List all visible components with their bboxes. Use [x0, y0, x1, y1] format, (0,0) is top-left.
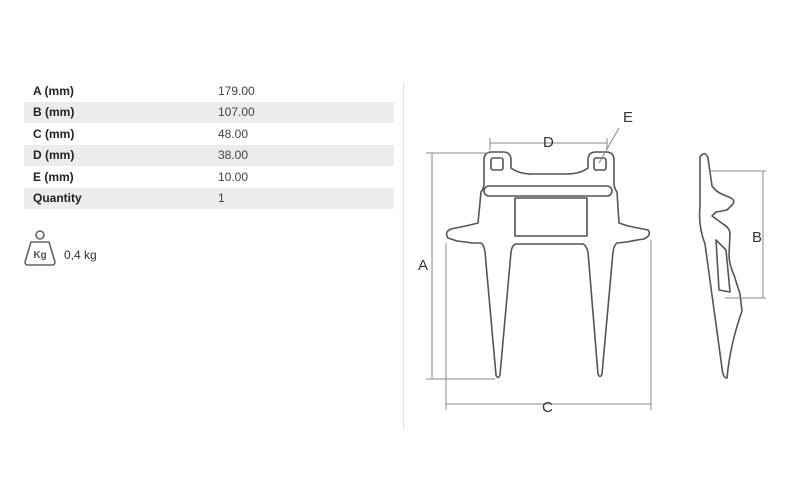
table-row: C (mm) 48.00	[24, 123, 394, 145]
table-row: B (mm) 107.00	[24, 101, 394, 123]
spec-value: 1	[209, 187, 394, 209]
guard-hole-right	[593, 157, 607, 171]
dimension-labels: D E A C B	[418, 109, 762, 416]
guard-slot-long	[483, 185, 613, 197]
spec-label: C (mm)	[33, 126, 75, 141]
technical-drawing: D E A C B	[418, 109, 766, 416]
spec-label: E (mm)	[33, 169, 74, 184]
specification-table: A (mm) 179.00 B (mm) 107.00 C (mm) 48.00…	[24, 80, 394, 209]
table-row: E (mm) 10.00	[24, 166, 394, 188]
spec-value: 38.00	[209, 144, 394, 166]
weight-kg-icon: Kg	[24, 230, 56, 266]
side-profile-outline	[698, 152, 743, 379]
spec-value: 48.00	[218, 126, 249, 141]
spec-value: 179.00	[218, 83, 255, 98]
guard-side-view	[698, 152, 743, 379]
table-row: Quantity 1	[24, 187, 394, 209]
dim-label-e: E	[623, 109, 633, 126]
weight-value: 0,4 kg	[64, 248, 97, 262]
spec-value: 107.00	[209, 101, 394, 123]
dim-label-d: D	[543, 134, 554, 151]
spec-label: Quantity	[24, 187, 209, 209]
dim-label-c: C	[542, 399, 553, 416]
guard-outline	[445, 151, 651, 379]
spec-value: 10.00	[218, 169, 249, 184]
weight-icon-text: Kg	[33, 250, 46, 261]
spec-label: A (mm)	[33, 83, 74, 98]
dim-label-a: A	[418, 257, 428, 274]
guard-front-view	[445, 151, 651, 379]
dimension-lines	[426, 127, 766, 410]
dim-label-b: B	[752, 229, 762, 246]
table-row: A (mm) 179.00	[24, 80, 394, 102]
guard-hole-left	[490, 157, 504, 171]
table-row: D (mm) 38.00	[24, 144, 394, 166]
spec-label: B (mm)	[24, 101, 209, 123]
guard-slot-lower	[514, 197, 588, 237]
divider	[403, 82, 404, 430]
weight-info: Kg 0,4 kg	[22, 228, 97, 268]
side-profile-inner	[715, 239, 731, 293]
spec-label: D (mm)	[24, 144, 209, 166]
